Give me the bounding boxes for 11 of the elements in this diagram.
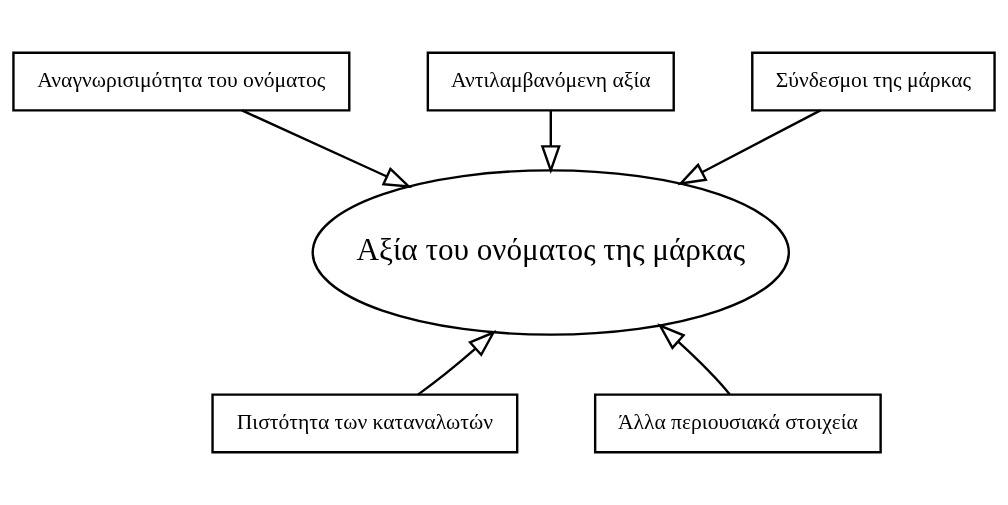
arrow <box>540 110 561 174</box>
node-box: Αναγνωρισιμότητα του ονόματος <box>12 51 351 112</box>
arrow <box>417 330 497 396</box>
node-box: Άλλα περιουσιακά στοιχεία <box>593 393 882 454</box>
arrow <box>677 109 822 186</box>
arrow <box>241 109 413 188</box>
node-ellipse: Αξία του ονόματος της μάρκας <box>311 169 791 336</box>
arrow <box>657 323 731 396</box>
node-box: Αντιλαμβανόμενη αξία <box>426 51 675 112</box>
node-box: Πιστότητα των καταναλωτών <box>211 393 519 454</box>
node-box: Σύνδεσμοι της μάρκας <box>751 51 996 112</box>
